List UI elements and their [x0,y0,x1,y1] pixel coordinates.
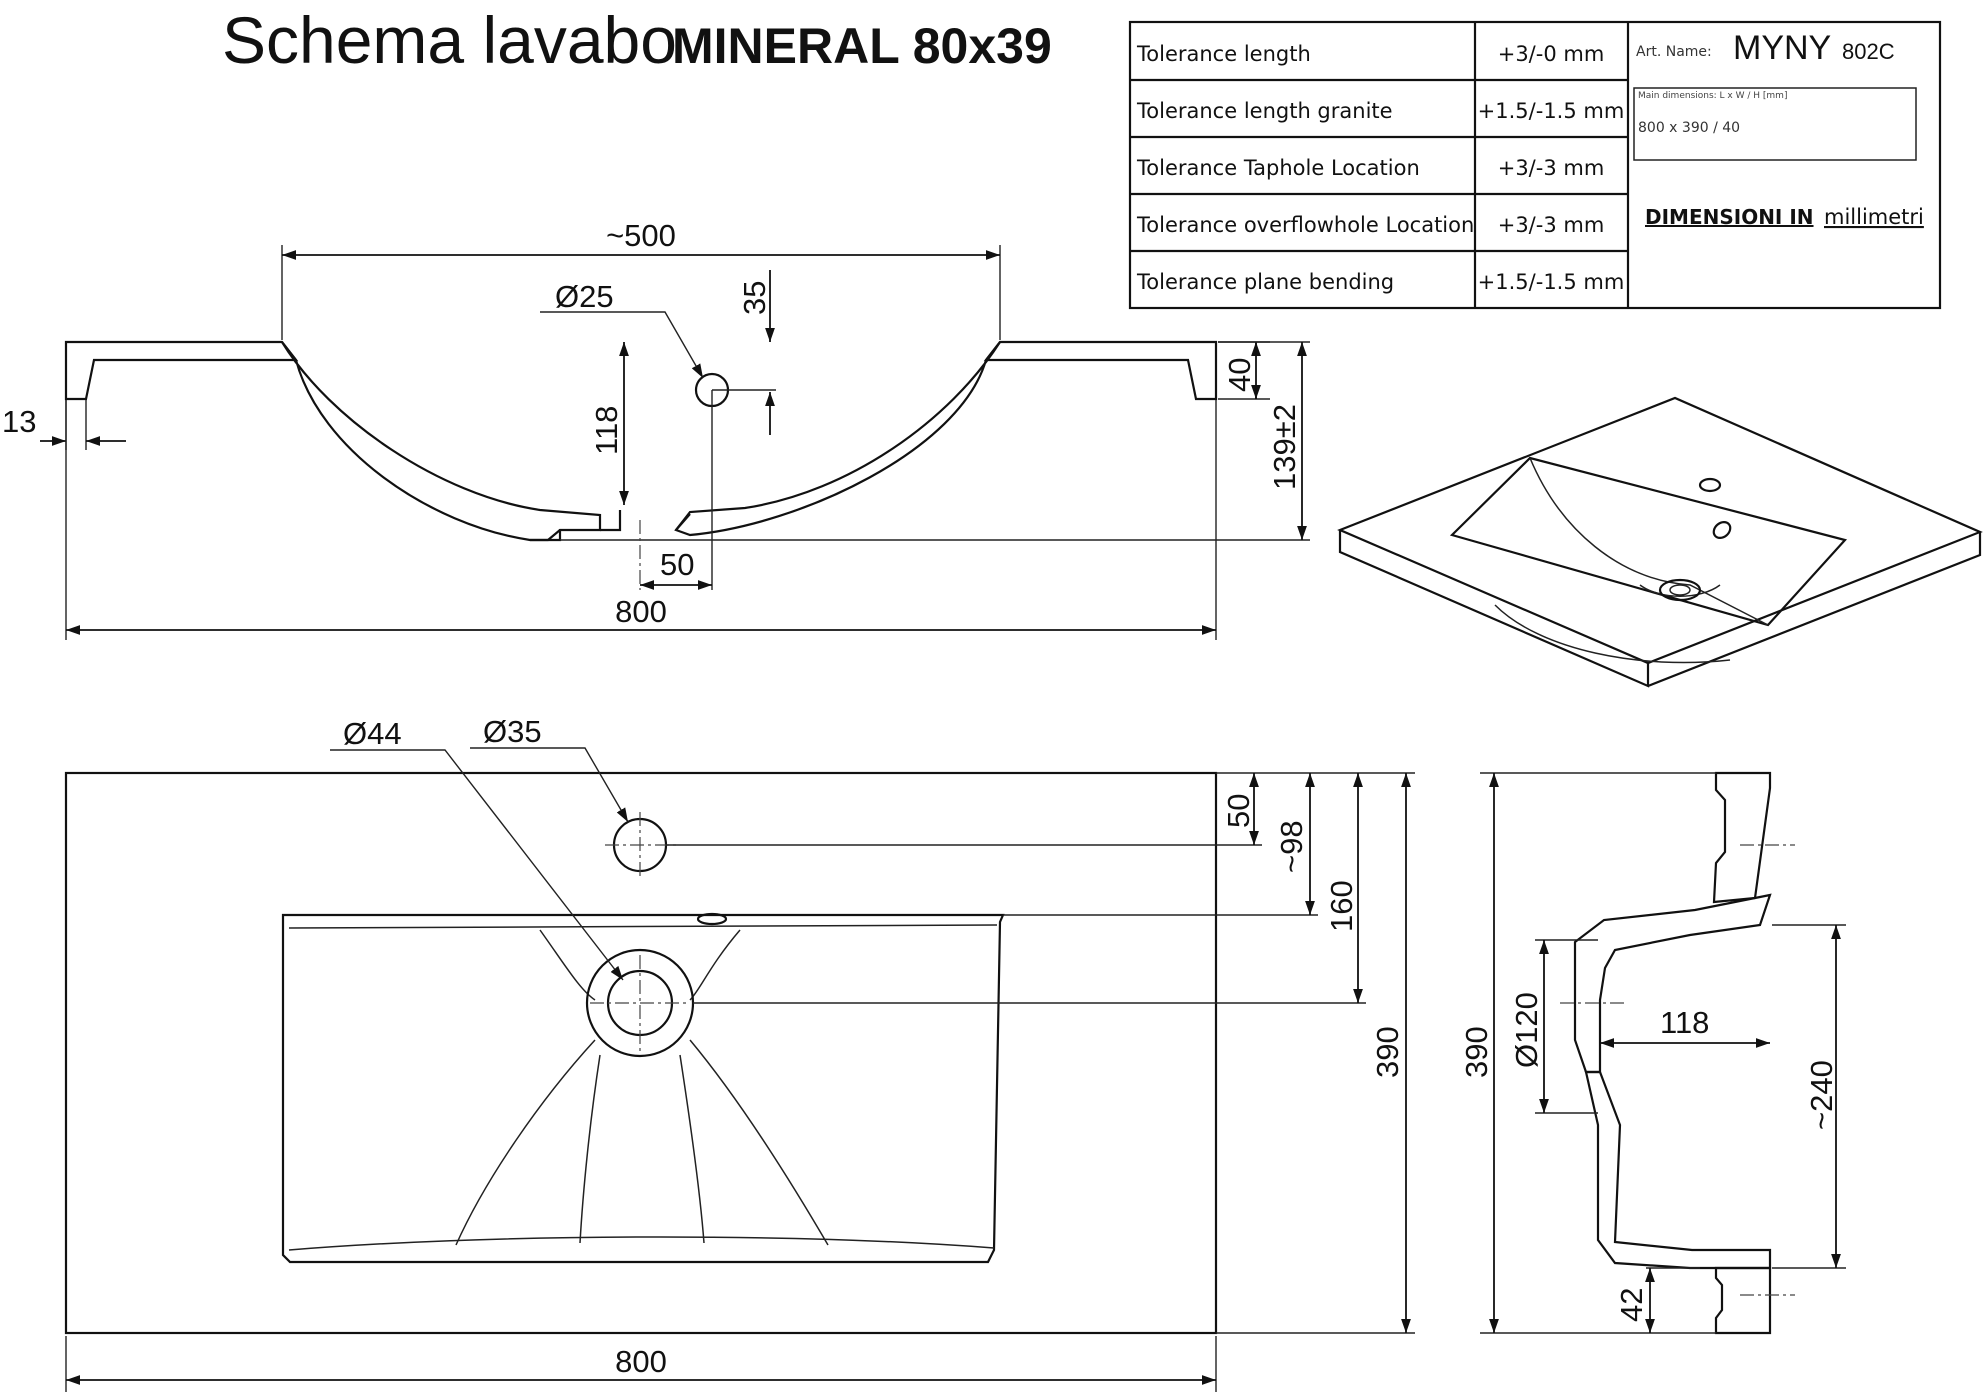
section-bowl-left-wall [281,341,602,542]
tolerance-row-1-label: Tolerance length [1136,42,1311,66]
side-upper-wall [1573,893,1772,1074]
dim-bowl-depth-side: ~240 [1804,1060,1839,1130]
dim-drain-dia-side: Ø120 [1509,992,1544,1068]
tolerance-row-3-value: +3/-3 mm [1498,156,1605,180]
dim-total-depth-top: 390 [1370,1026,1405,1078]
main-dimensions-label: Main dimensions: L x W / H [mm] [1638,91,1787,101]
dim-drain-dia-top: Ø44 [343,716,402,751]
dim-slab-thickness: 40 [1222,358,1257,392]
dim-bowl-width: ~500 [606,218,676,253]
dim-drain-offset-side: 118 [1660,1005,1709,1040]
dim-tap-hole-dia-front: Ø25 [555,279,614,314]
units-note-plain: millimetri [1824,205,1924,229]
art-name-main: MYNY [1733,29,1831,67]
drawing-title: Schema lavabo MINERAL 80x39 [222,3,1052,77]
tolerance-table: Tolerance length +3/-0 mm Tolerance leng… [1128,20,1942,310]
front-section-view: ~500 Ø25 35 118 13 40 139±2 50 [2,218,1310,640]
dim-bowl-from-back: ~98 [1274,820,1309,873]
dim-total-length-front: 800 [615,594,667,629]
iso-drain [1658,578,1702,602]
top-view-bowl [281,913,1005,1264]
art-name-label: Art. Name: [1636,44,1712,60]
tolerance-row-3-label: Tolerance Taphole Location [1136,156,1420,180]
top-view-outline [64,771,1218,1335]
table-border [1128,20,1942,310]
isometric-view [1337,396,1983,688]
dim-drain-from-back: 160 [1324,880,1359,932]
dim-edge-thickness: 13 [2,404,36,439]
dim-drain-offset: 50 [660,547,694,582]
dim-tap-hole-dia-top: Ø35 [483,714,542,749]
tolerance-row-5-value: +1.5/-1.5 mm [1478,270,1625,294]
main-dimensions-box [1633,87,1917,161]
section-bowl-right-wall [674,341,1001,537]
dim-tap-from-back: 50 [1221,794,1256,828]
dim-total-depth-side: 390 [1459,1026,1494,1078]
tolerance-row-2-label: Tolerance length granite [1136,99,1393,123]
title-prefix: Schema lavabo [222,3,677,77]
section-left-slab [64,340,299,401]
dim-overflow-offset: 35 [737,281,772,315]
tolerance-row-5-label: Tolerance plane bending [1136,270,1394,294]
main-dimensions-value: 800 x 390 / 40 [1638,120,1740,136]
tolerance-row-4-label: Tolerance overflowhole Location [1136,213,1474,237]
tolerance-row-1-value: +3/-0 mm [1498,42,1605,66]
dim-bowl-depth-front: 118 [589,406,624,455]
tolerance-row-2-value: +1.5/-1.5 mm [1478,99,1625,123]
art-name-code: 802C [1842,39,1895,64]
dim-total-height: 139±2 [1267,404,1302,490]
side-lower-wall [1584,1070,1772,1270]
iso-bowl-rim [1449,456,1848,627]
iso-overflow-hole [1712,521,1732,539]
title-model: MINERAL 80x39 [672,18,1052,74]
iso-top-surface [1337,396,1983,665]
side-front-slab [1714,1266,1772,1335]
tolerance-row-4-value: +3/-3 mm [1498,213,1605,237]
top-overflow-slot [696,912,728,926]
dim-total-length-top: 800 [615,1344,667,1379]
side-section-view: 390 Ø120 118 ~240 42 [1459,771,1846,1335]
iso-tap-hole [1698,477,1722,493]
section-right-slab [983,340,1218,401]
top-view: Ø44 Ø35 50 ~98 160 390 800 [64,714,1415,1392]
side-back-slab [1712,771,1772,904]
units-note-bold: DIMENSIONI IN [1645,205,1814,229]
dim-front-edge: 42 [1614,1288,1649,1322]
